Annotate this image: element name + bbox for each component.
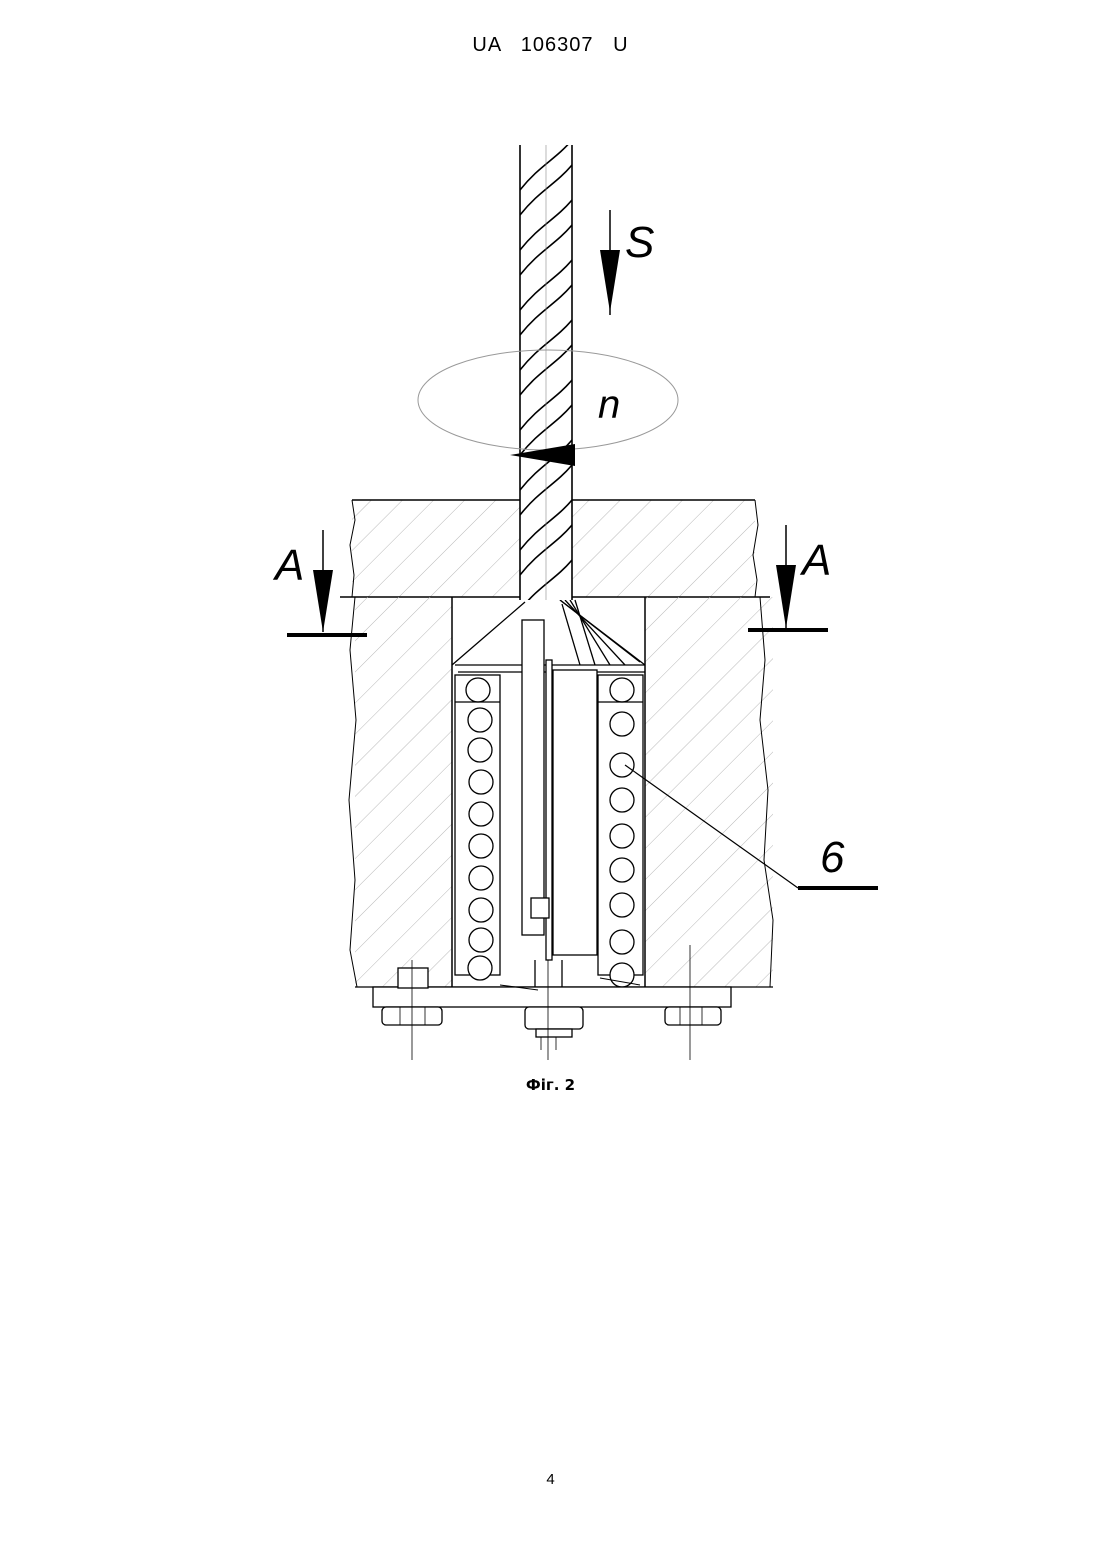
section-label-left: A [272, 541, 304, 590]
feed-arrow-icon [600, 210, 620, 315]
part-6-label: 6 [820, 833, 845, 882]
section-label-right: A [799, 536, 831, 585]
spring-left [455, 675, 500, 980]
bolt-center [525, 960, 583, 1060]
page-number: 4 [0, 1471, 1101, 1488]
figure-caption: Фіг. 2 [0, 1076, 1101, 1094]
drill-bit [520, 140, 572, 610]
feed-label: S [625, 218, 654, 267]
spring-right [598, 675, 643, 987]
rotation-label: n [598, 383, 620, 427]
central-rod [522, 620, 597, 1000]
